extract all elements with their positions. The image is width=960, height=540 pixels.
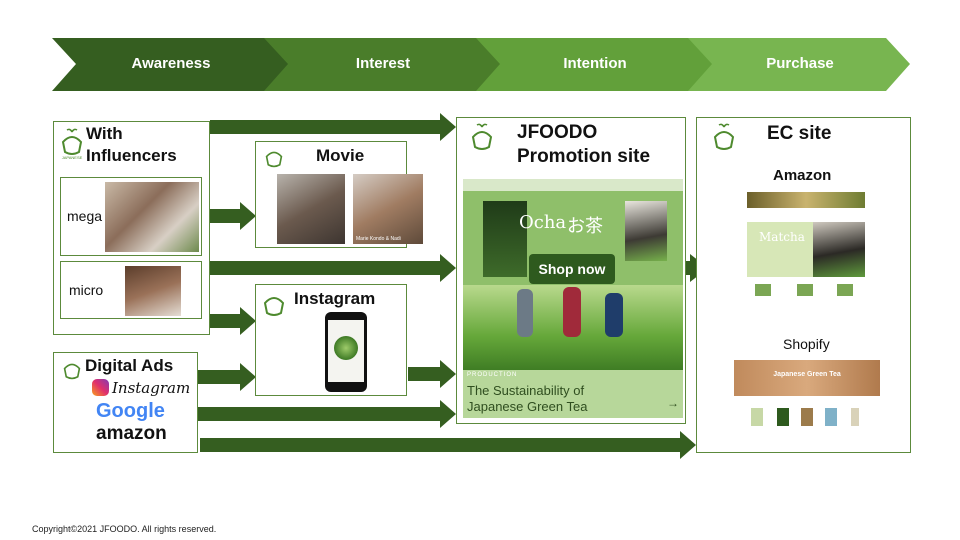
mega-card: mega [60, 177, 202, 256]
arrow-ads-to-promo [198, 400, 456, 428]
influencers-title-line1: With [86, 124, 123, 143]
phone-mockup [325, 312, 367, 392]
stage-label-awareness: Awareness [131, 55, 211, 72]
japanese-green-tea-logo [263, 297, 285, 316]
movie-still-2: Marie Kondo & Nadi [353, 174, 423, 244]
amazon-brand: amazon [96, 423, 167, 444]
influencers-title-line2: Influencers [86, 146, 177, 165]
matcha-cup-image [334, 336, 358, 360]
amazon-store-header [747, 192, 865, 208]
stage-label-intention: Intention [563, 55, 627, 72]
movie-title: Movie [316, 146, 365, 165]
promo-hero-text: Ocha [519, 212, 567, 233]
phone-screen [328, 320, 364, 382]
japanese-green-tea-logo: JAPANESE [62, 128, 83, 160]
arrow-instagram-to-promo [408, 360, 456, 388]
promo-headline-line1: The Sustainability of [467, 383, 585, 398]
mega-label: mega [67, 208, 103, 224]
promo-site-screenshot: Ocha お茶 Shop now [463, 179, 683, 370]
chevron-intention [476, 38, 716, 91]
promo-model-photo [625, 201, 667, 261]
farmer-1 [517, 289, 533, 337]
promo-dark-tile [483, 201, 527, 277]
japanese-green-tea-logo [471, 123, 493, 150]
stage-label-interest: Interest [355, 55, 411, 72]
shopify-banner: Japanese Green Tea [734, 360, 880, 396]
amazon-product-2[interactable] [797, 284, 813, 296]
arrow-micro-to-promo [210, 254, 456, 282]
shopify-product-5[interactable] [851, 408, 859, 426]
amazon-product-1[interactable] [755, 284, 771, 296]
arrow-micro-to-instagram [210, 307, 256, 335]
google-brand: Google [96, 400, 165, 422]
farmer-2 [563, 287, 581, 337]
amazon-label: Amazon [773, 167, 832, 184]
promo-hero-jp: お茶 [567, 216, 603, 236]
amazon-matcha-banner: Matcha [747, 222, 865, 277]
micro-label: micro [69, 282, 104, 298]
arrow-mega-to-movie [210, 202, 256, 230]
shopify-product-1[interactable] [751, 408, 763, 426]
promo-title-line2: Promotion site [517, 146, 651, 167]
stage-banner [52, 38, 910, 91]
instagram-icon [92, 379, 109, 396]
shopify-label: Shopify [783, 336, 830, 352]
arrow-ads-to-ec [200, 431, 696, 459]
influencers-box: JAPANESE With Influencers mega micro [53, 121, 210, 335]
chevron-interest [264, 38, 504, 91]
stage-label-purchase: Purchase [766, 55, 834, 72]
amazon-model-photo [813, 222, 865, 277]
japanese-green-tea-logo [713, 123, 735, 150]
amazon-product-3[interactable] [837, 284, 853, 296]
micro-card: micro [60, 261, 202, 319]
farmer-3 [605, 293, 623, 337]
instagram-box: Instagram [255, 284, 407, 396]
amazon-banner-text: Matcha [759, 230, 805, 244]
arrow-ads-to-instagram [198, 363, 256, 391]
arrow-influencers-to-promo [210, 113, 456, 141]
chevron-awareness [52, 38, 292, 91]
movie-still-1 [277, 174, 345, 244]
shopify-product-3[interactable] [801, 408, 813, 426]
promo-title-line1: JFOODO [517, 122, 598, 143]
micro-influencer-photo [125, 266, 181, 316]
tea-field-photo [463, 285, 683, 370]
promo-section-tag: PRODUCTION [467, 372, 518, 378]
digital-ads-title: Digital Ads [85, 356, 174, 375]
chevron-purchase [688, 38, 910, 91]
promo-site-nav [463, 179, 683, 191]
instagram-title: Instagram [294, 289, 376, 308]
japanese-green-tea-logo [63, 363, 81, 380]
shopify-banner-text: Japanese Green Tea [773, 371, 841, 378]
shopify-product-2[interactable] [777, 408, 789, 426]
shopify-product-4[interactable] [825, 408, 837, 426]
logo-text: JAPANESE [62, 155, 83, 160]
promo-article-card[interactable]: PRODUCTION The Sustainability of Japanes… [463, 370, 683, 418]
ec-title: EC site [767, 123, 832, 144]
promotion-site-box: JFOODO Promotion site Ocha お茶 Shop now P… [456, 117, 686, 424]
mega-influencer-photo [105, 182, 199, 252]
movie-caption: Marie Kondo & Nadi [356, 236, 401, 242]
digital-ads-box: Digital Ads Instagram Google amazon [53, 352, 198, 453]
shop-now-button[interactable]: Shop now [529, 254, 615, 284]
copyright: Copyright©2021 JFOODO. All rights reserv… [32, 524, 217, 534]
instagram-brand: Instagram [112, 379, 191, 397]
movie-box: Movie Marie Kondo & Nadi [255, 141, 423, 248]
japanese-green-tea-logo [265, 151, 283, 168]
ec-site-box: EC site Amazon Matcha Shopify Japanese G… [696, 117, 911, 453]
promo-headline-line2: Japanese Green Tea [467, 399, 588, 414]
arrow-right-icon[interactable]: → [667, 396, 679, 410]
